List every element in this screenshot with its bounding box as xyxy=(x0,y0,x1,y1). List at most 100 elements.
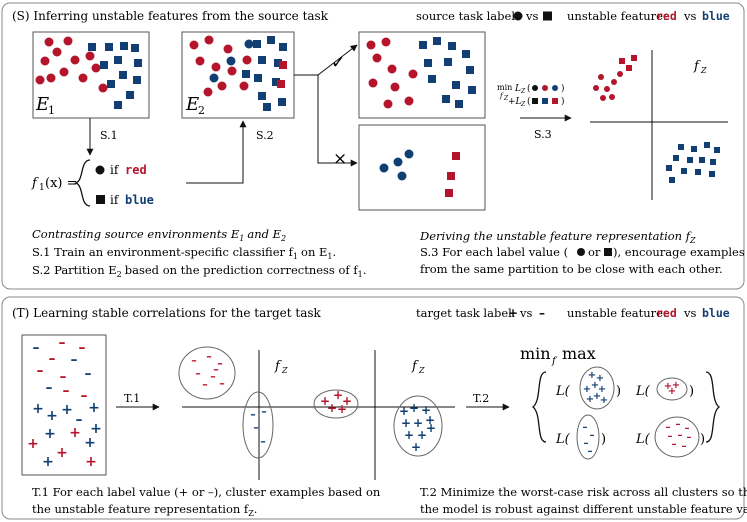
square-mark xyxy=(134,59,142,67)
source-legend-label: source task label: xyxy=(416,9,519,23)
loss-min: min xyxy=(497,83,512,92)
fz-label: f xyxy=(693,59,701,74)
caption-square-icon xyxy=(604,248,612,256)
square-mark xyxy=(709,171,715,177)
minus-mark: – xyxy=(668,431,673,442)
loss-line2-open: ( xyxy=(527,96,531,107)
circle-mark xyxy=(244,39,254,49)
source-legend-vs: vs xyxy=(525,9,538,23)
plus-mark: + xyxy=(401,416,411,430)
circle-mark xyxy=(366,40,376,50)
circle-mark xyxy=(217,81,227,91)
square-mark xyxy=(452,152,460,160)
caption-s1-end: on E xyxy=(301,245,327,259)
circle-mark xyxy=(204,35,214,45)
target-legend-vs2: vs xyxy=(683,306,696,320)
minus-mark: – xyxy=(213,363,219,376)
classifier-f: f xyxy=(31,176,39,191)
plus-mark: + xyxy=(44,426,56,442)
plus-mark: + xyxy=(46,408,58,424)
target-caption-t1b: the unstable feature representation fZ. xyxy=(32,502,257,518)
square-mark xyxy=(133,76,141,84)
minus-mark: – xyxy=(588,446,593,457)
env2-sub: 2 xyxy=(198,104,205,117)
s1-label: S.1 xyxy=(100,129,118,142)
minus-mark: – xyxy=(195,367,201,380)
square-mark xyxy=(279,61,287,69)
plus-mark: + xyxy=(399,404,409,418)
source-legend-vs2: vs xyxy=(683,9,696,23)
caption-circle-icon xyxy=(577,248,585,256)
loss-line1-close: ) xyxy=(561,83,565,94)
square-mark xyxy=(105,43,113,51)
square-mark xyxy=(279,43,287,51)
minus-mark: – xyxy=(202,378,208,391)
partition-wrong-box xyxy=(358,124,486,211)
square-mark xyxy=(114,101,122,109)
source-caption-s3: S.3 For each label value ( xyxy=(420,245,568,259)
circle-mark xyxy=(383,99,393,109)
square-mark xyxy=(699,157,705,163)
t1-label: T.1 xyxy=(124,392,140,405)
circle-mark xyxy=(46,73,56,83)
target-legend-label: target task label: xyxy=(416,306,516,320)
plus-mark: + xyxy=(84,435,96,451)
target-panel xyxy=(1,296,745,520)
square-mark xyxy=(254,74,262,82)
classifier-circle-icon xyxy=(95,165,105,175)
circle-mark xyxy=(404,96,414,106)
loss-min-sub: f xyxy=(499,92,504,100)
circle-mark xyxy=(381,37,391,47)
env1-sub: 1 xyxy=(48,104,55,117)
square-mark xyxy=(710,159,716,165)
env2-marks xyxy=(189,35,287,111)
square-mark xyxy=(278,98,286,106)
plus-mark: + xyxy=(417,428,427,442)
loss-red-minus-close: ) xyxy=(700,432,705,447)
circle-mark xyxy=(203,87,213,97)
loss2-square-a xyxy=(532,98,538,104)
minus-mark: – xyxy=(687,432,692,443)
square-mark xyxy=(448,42,456,50)
minus-mark: – xyxy=(210,370,216,383)
square-mark xyxy=(468,86,476,94)
square-mark xyxy=(452,81,460,89)
minus-mark: – xyxy=(666,422,671,433)
loss-red-minus: L( xyxy=(635,432,651,447)
minus-mark: – xyxy=(678,430,683,441)
caption-s3-b: ), encourage examples xyxy=(613,245,745,259)
loss1-circle-b xyxy=(542,85,548,91)
caption-t1-b-sub: Z xyxy=(248,509,254,518)
caption-title-sub1: 1 xyxy=(239,234,244,243)
split-arrow-correct xyxy=(294,44,358,76)
square-mark xyxy=(666,165,672,171)
env1-label: E xyxy=(35,94,49,115)
plus-mark: + xyxy=(333,388,343,402)
fz-marks xyxy=(593,55,720,183)
minus-mark: – xyxy=(59,335,66,351)
caption-s2-dot: . xyxy=(363,263,367,277)
plus-mark: + xyxy=(668,386,676,397)
circle-mark xyxy=(408,69,418,79)
plus-mark: + xyxy=(426,421,436,435)
circle-mark xyxy=(52,47,62,57)
caption-s2-mid: based on the prediction correctness of f xyxy=(125,263,359,277)
square-mark xyxy=(714,147,720,153)
objective-sub: f xyxy=(551,356,558,367)
circle-mark xyxy=(85,51,95,61)
loss1-circle-c xyxy=(552,85,558,91)
square-mark xyxy=(455,100,463,108)
circle-mark xyxy=(609,94,615,100)
loss2-square-b xyxy=(542,98,548,104)
caption-s3-a: S.3 For each label value ( xyxy=(420,245,568,259)
minus-mark: – xyxy=(217,357,223,370)
square-mark xyxy=(687,157,693,163)
caption-t1-dot: . xyxy=(254,502,258,516)
minus-mark: – xyxy=(79,340,86,356)
objective-brace-left xyxy=(531,371,547,443)
s2-label: S.2 xyxy=(256,129,274,142)
classifier-square-icon xyxy=(96,195,105,204)
circle-mark xyxy=(98,83,108,93)
circle-mark xyxy=(59,67,69,77)
square-mark xyxy=(445,189,453,197)
